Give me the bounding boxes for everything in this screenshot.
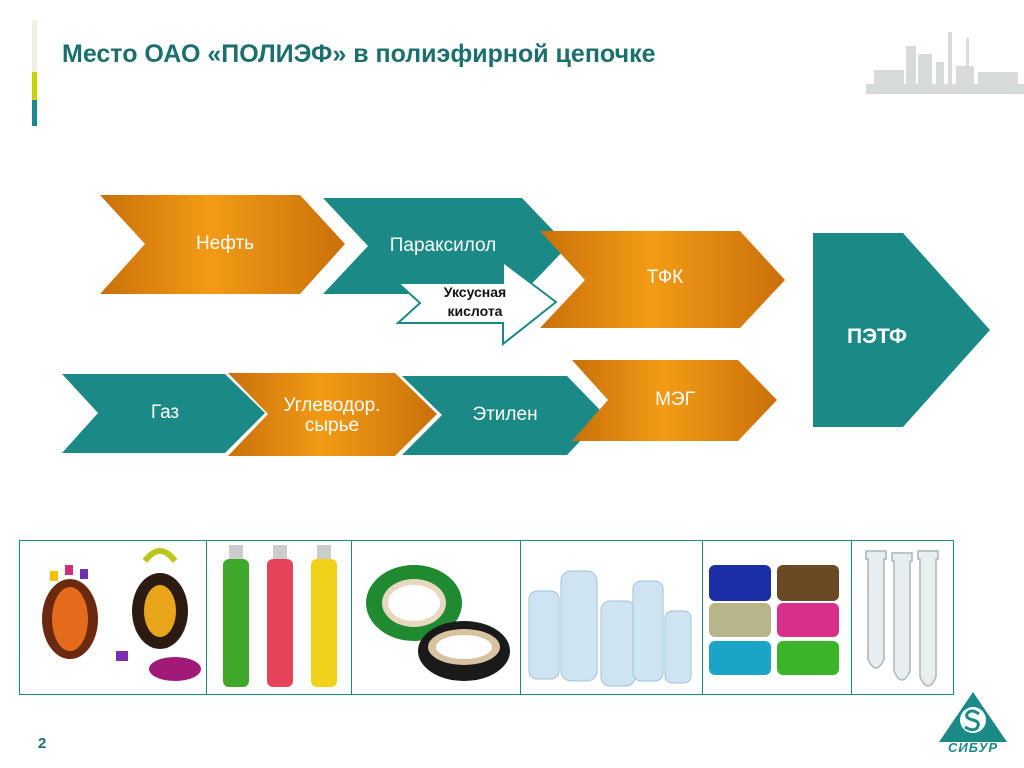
- pet-arrow: [813, 233, 990, 427]
- gas-chevron: [62, 374, 265, 453]
- photo-preforms: [851, 540, 954, 695]
- tpa-chevron: [540, 231, 785, 328]
- photo-fiber-spools: [702, 540, 852, 695]
- meg-chevron: [572, 360, 777, 441]
- oil-chevron: [100, 195, 345, 294]
- ethylene-chevron: [402, 376, 605, 455]
- accent-bar-top: [32, 20, 37, 72]
- photo-strapping-tape: [351, 540, 521, 695]
- oil-label: Нефть: [195, 233, 255, 254]
- photo-bottles-liquid: [206, 540, 352, 695]
- accent-bar-bottom: [32, 100, 37, 126]
- pet-label: ПЭТФ: [847, 325, 907, 348]
- photo-pet-bottles-colorful: [19, 540, 207, 695]
- gas-label: Газ: [150, 402, 180, 423]
- acetic-acid-label-line2: кислота: [447, 303, 503, 319]
- page-number: 2: [38, 735, 47, 752]
- value-chain-diagram: [62, 195, 990, 456]
- paraxylene-label: Параксилол: [389, 235, 497, 256]
- tpa-label: ТФК: [646, 267, 684, 288]
- acetic-acid-label-line1: Уксусная: [443, 284, 507, 300]
- photo-water-bottles: [520, 540, 703, 695]
- hydrocarbon-label-line1: Углеводор.: [283, 395, 381, 416]
- meg-label: МЭГ: [655, 389, 695, 410]
- hydrocarbon-chevron: [228, 373, 437, 456]
- hydrocarbon-label-line2: сырье: [304, 415, 360, 436]
- accent-bar-middle: [32, 72, 37, 100]
- ethylene-label: Этилен: [472, 404, 538, 425]
- sibur-logo-text: СИБУР: [947, 740, 999, 755]
- factory-skyline-icon: [866, 32, 1024, 94]
- acetic-acid-arrow: [395, 259, 558, 347]
- slide-title: Место ОАО «ПОЛИЭФ» в полиэфирной цепочке: [62, 40, 656, 68]
- sibur-logo-icon: [939, 692, 1007, 742]
